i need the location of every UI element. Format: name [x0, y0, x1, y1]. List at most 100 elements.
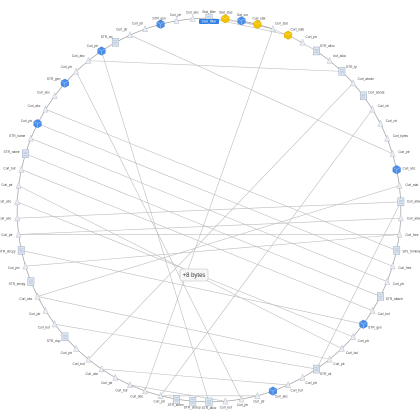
graph-node-1[interactable]: Stat_stac — [219, 11, 233, 24]
edge-42-43[interactable] — [115, 377, 131, 386]
graph-node-3[interactable]: Curl_stat — [253, 16, 266, 29]
graph-node-36[interactable]: Curl_buf — [220, 397, 232, 409]
graph-node-5[interactable]: Curl_safe — [284, 28, 304, 40]
graph-node-67[interactable]: Curl_ptr — [87, 44, 106, 56]
graph-node-12[interactable]: Curl_ctr — [369, 104, 390, 113]
graph-node-66[interactable]: Curl_abc — [72, 54, 92, 64]
graph-node-69[interactable]: Curl_ptr — [116, 28, 133, 39]
graph-node-10[interactable]: Curl_abcde — [350, 77, 375, 87]
graph-node-37[interactable]: STR_alloc — [202, 397, 217, 410]
graph-node-20[interactable]: Curl_free — [396, 230, 419, 238]
graph-node-15[interactable]: Curl_ptr — [389, 149, 411, 157]
edge-50-29[interactable] — [37, 296, 330, 360]
graph-node-6[interactable]: Curl_ptr — [299, 35, 318, 46]
edge-62-21[interactable] — [45, 109, 397, 251]
edge-15-69[interactable] — [129, 34, 393, 155]
graph-node-71[interactable]: STR_gen — [152, 16, 166, 29]
edge-61-22[interactable] — [37, 123, 393, 267]
edge-35-65[interactable] — [75, 71, 242, 400]
graph-node-54[interactable]: Curl_ptr — [1, 230, 22, 238]
graph-node-27[interactable]: Curl_ptr — [350, 332, 370, 343]
graph-node-16[interactable]: Curl_abc — [392, 165, 416, 175]
graph-node-61[interactable]: Curl_ptr — [21, 119, 42, 129]
graph-node-46[interactable]: Curl_ptr — [61, 344, 80, 355]
graph-node-2[interactable]: Sat_cur — [237, 13, 249, 26]
graph-node-53[interactable]: STR_strcpy — [0, 246, 25, 255]
edge-31-32[interactable] — [287, 377, 303, 386]
edge-40-41[interactable] — [144, 390, 161, 397]
edge-58-25[interactable] — [21, 169, 373, 311]
edge-66-9[interactable] — [88, 60, 342, 72]
edge-37-67[interactable] — [101, 50, 210, 403]
edge-43-44[interactable] — [101, 368, 116, 378]
graph-node-34[interactable]: Curl_ptr — [253, 391, 265, 404]
graph-node-62[interactable]: Curl_abc — [28, 104, 49, 113]
graph-node-63[interactable]: Curl_abc — [37, 90, 58, 99]
edge-10-45[interactable] — [88, 82, 354, 360]
graph-node-41[interactable]: Curl_abc — [130, 387, 148, 399]
edge-35-36[interactable] — [225, 398, 242, 402]
graph-node-55[interactable]: Curl_abc — [0, 214, 21, 222]
graph-node-31[interactable]: Curl_ptr — [299, 373, 318, 385]
graph-node-4[interactable]: Curl_stat — [270, 21, 288, 32]
graph-node-19[interactable]: Curl_alloc — [397, 214, 420, 222]
graph-node-35[interactable]: Curl_ptr — [237, 395, 249, 407]
graph-node-33[interactable]: Curl_abc — [268, 386, 288, 399]
edge-59-24[interactable] — [25, 153, 381, 297]
graph-node-7[interactable]: STR_alloc — [313, 44, 335, 56]
edge-57-28[interactable] — [18, 185, 342, 349]
selected-node-badge[interactable]: Stat_filter — [199, 19, 219, 24]
graph-node-17[interactable]: Curl_stat — [396, 181, 418, 189]
graph-node-59[interactable]: STR_name — [4, 149, 29, 158]
graph-node-39[interactable]: STR_strlen — [168, 395, 184, 407]
edge-54-19[interactable] — [18, 217, 401, 235]
edge-72-73[interactable] — [176, 18, 193, 22]
graph-node-49[interactable]: Curl_ptr — [29, 306, 49, 316]
edge-17-50[interactable] — [37, 185, 400, 297]
graph-node-22[interactable]: Curl_free — [389, 262, 412, 270]
graph-node-28[interactable]: Curl_buf — [338, 344, 358, 355]
edge-55-18[interactable] — [17, 201, 401, 219]
edge-41-42[interactable] — [129, 384, 146, 392]
edge-48-30[interactable] — [54, 323, 317, 370]
graph-node-40[interactable]: Curl_ptr — [153, 391, 166, 404]
graph-node-30[interactable]: STR_ctr — [313, 364, 333, 376]
graph-node-11[interactable]: Curl_abcde — [359, 90, 385, 101]
edge-69-70[interactable] — [129, 28, 146, 36]
graph-node-60[interactable]: STR_name — [9, 134, 34, 142]
graph-node-24[interactable]: STR_attach — [377, 292, 403, 301]
graph-node-56[interactable]: Curl_abc — [0, 197, 21, 205]
graph-node-9[interactable]: STR_fp — [338, 65, 357, 76]
graph-node-13[interactable]: Curl_ctr — [377, 119, 398, 127]
edge-52-20[interactable] — [25, 234, 400, 267]
graph-node-65[interactable]: Curl_ptr — [61, 65, 80, 75]
edge-18-30[interactable] — [316, 201, 402, 370]
graph-node-70[interactable]: Curl_ptr — [132, 21, 148, 32]
graph-node-23[interactable]: Curl_ptr — [384, 277, 405, 286]
graph-node-73[interactable]: Curl_abc — [186, 11, 199, 22]
edge-12-40[interactable] — [160, 109, 373, 396]
graph-node-47[interactable]: STR_dup — [47, 332, 69, 343]
graph-node-68[interactable]: STR_eq — [101, 35, 119, 47]
graph-node-64[interactable]: STR_gen — [47, 77, 69, 88]
graph-node-38[interactable]: STR_strdup — [184, 397, 201, 409]
edge-32-44[interactable] — [101, 368, 289, 386]
graph-node-25[interactable]: Curl_buf — [369, 306, 390, 316]
graph-node-50[interactable]: Curl_abc — [19, 292, 41, 301]
graph-node-72[interactable]: Curl_ptr — [170, 13, 182, 24]
graph-node-26[interactable]: STR_gen — [359, 319, 382, 330]
graph-node-21[interactable]: SPL_thinking — [393, 246, 420, 255]
graph-node-44[interactable]: Curl_abc — [85, 365, 105, 376]
graph-node-32[interactable]: Curl_buf — [285, 381, 303, 393]
graph-node-43[interactable]: Curl_ptr — [101, 373, 119, 385]
edge-1-4[interactable] — [225, 18, 274, 30]
graph-node-8[interactable]: buf_alloc — [326, 54, 347, 64]
graph-node-51[interactable]: STR_strcpy — [9, 277, 35, 286]
graph-node-18[interactable]: Curl_alloc — [397, 197, 420, 207]
graph-node-57[interactable]: Curl_ptr — [1, 181, 22, 189]
edge-34-35[interactable] — [241, 395, 258, 400]
edge-53-26[interactable] — [21, 250, 364, 325]
graph-node-42[interactable]: Curl_buf — [115, 381, 133, 393]
graph-node-58[interactable]: Curl_buf — [3, 165, 25, 173]
